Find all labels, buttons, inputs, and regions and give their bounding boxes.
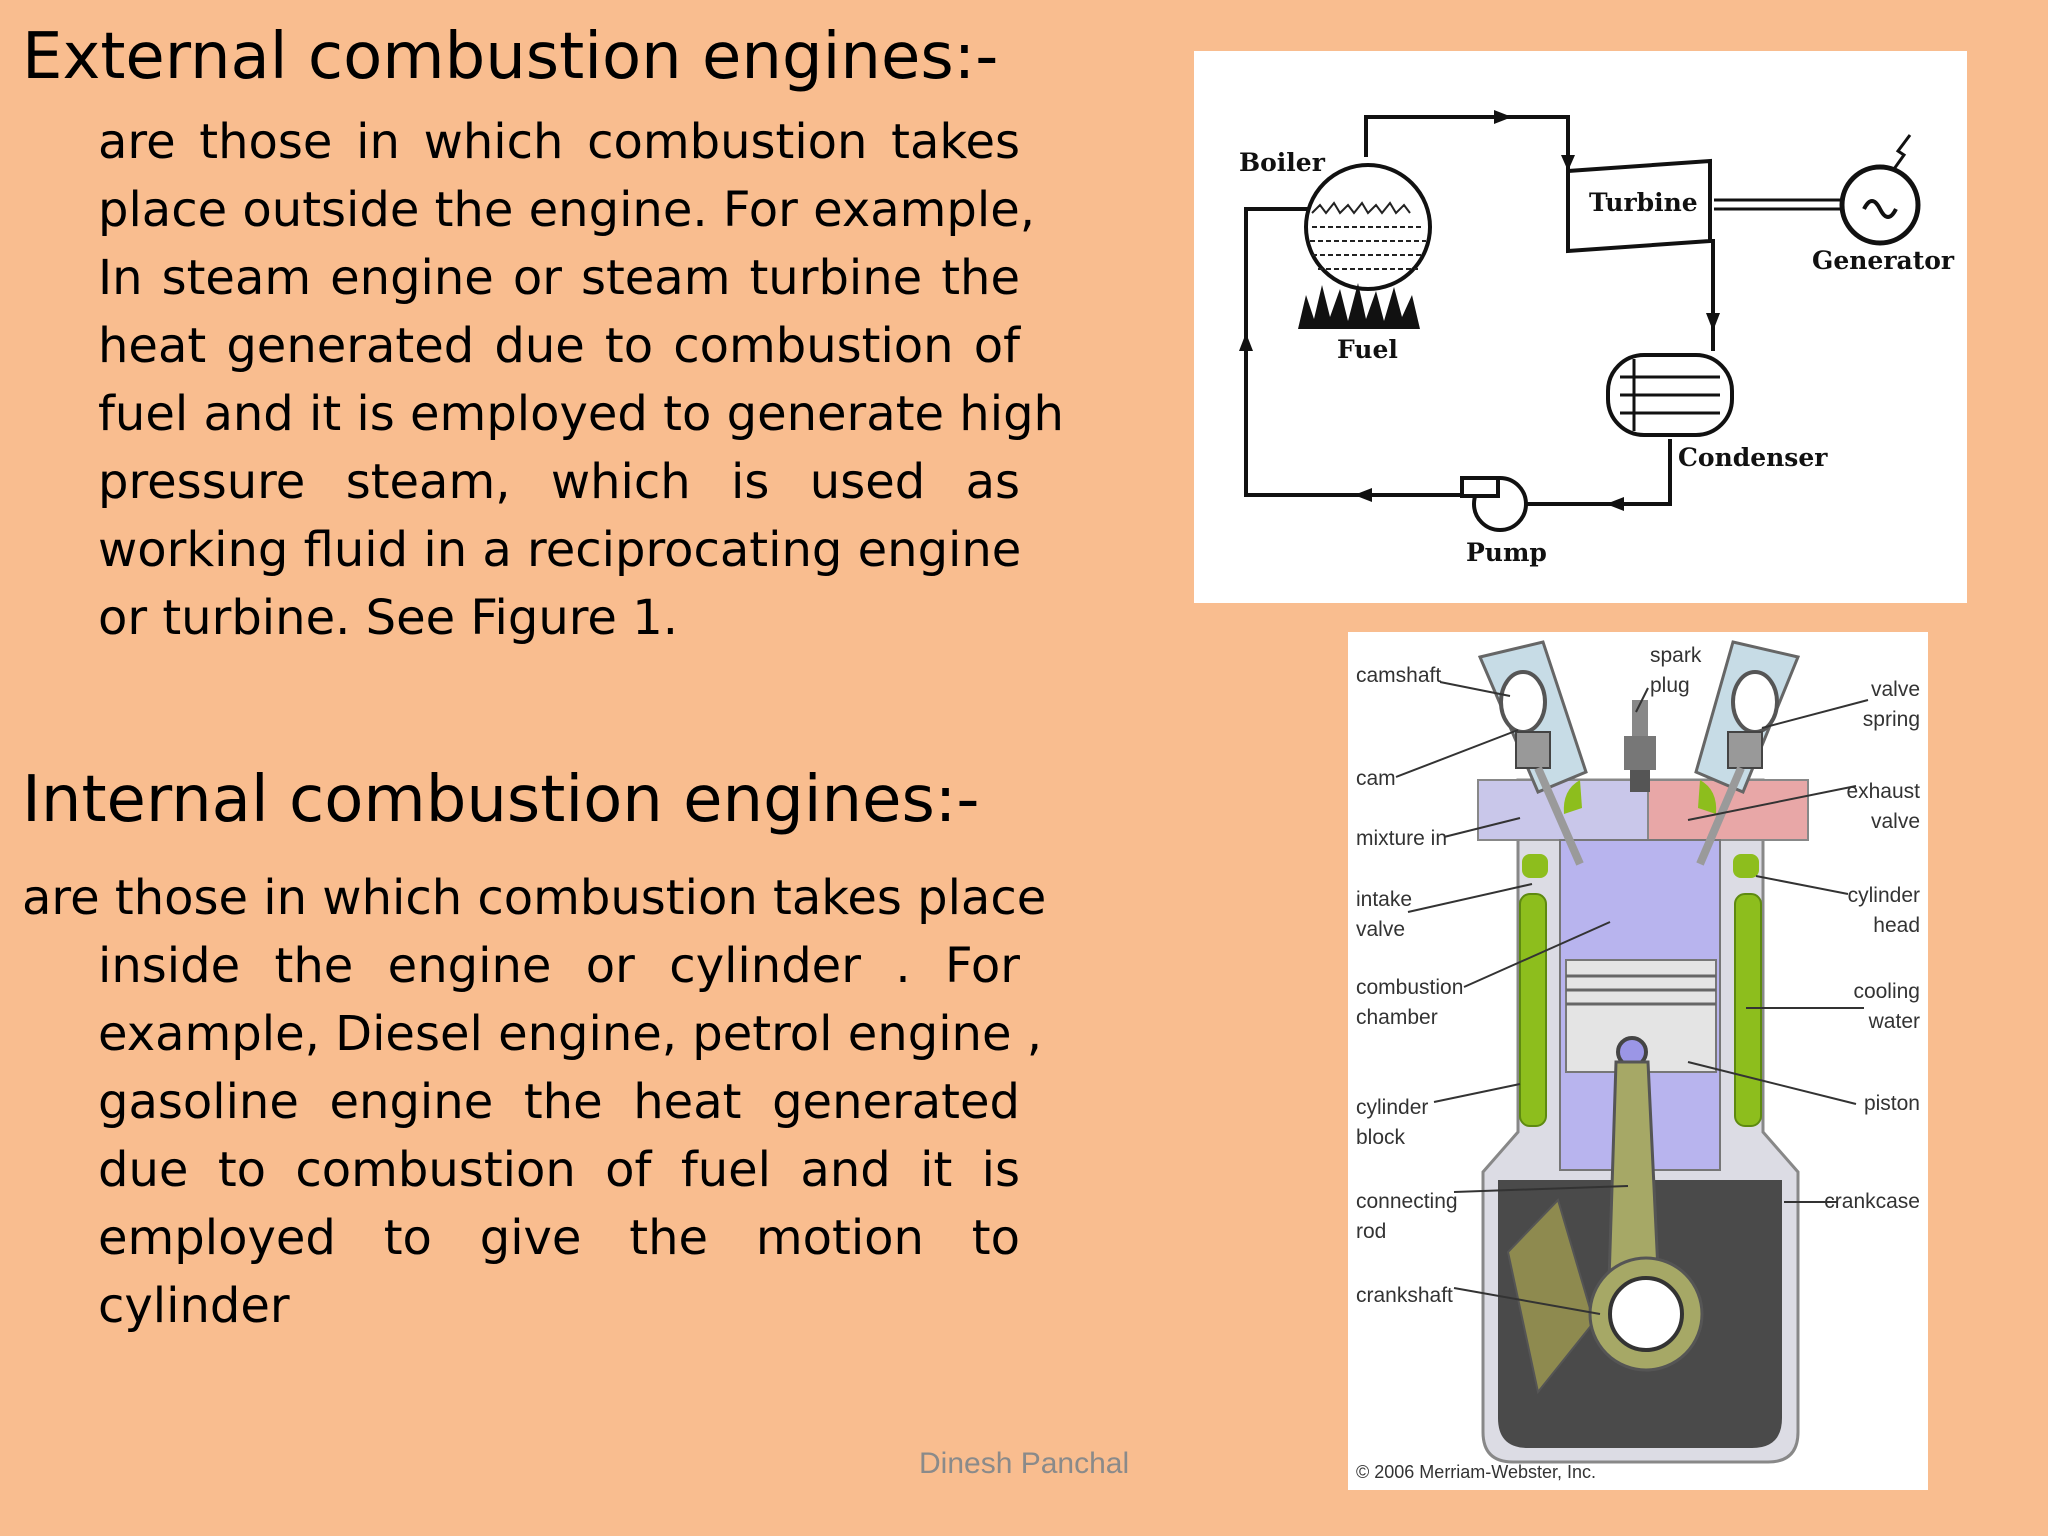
- condenser-icon: [1606, 353, 1734, 437]
- label-boiler: Boiler: [1239, 148, 1326, 177]
- label-cam: cam: [1356, 767, 1396, 790]
- boiler-icon: [1304, 163, 1432, 291]
- camshaft-right: [1694, 640, 1801, 794]
- label-exhaust-valve: exhaust: [1846, 780, 1920, 803]
- label-combustion-chamber: combustion: [1356, 976, 1463, 999]
- pump-icon: [1460, 476, 1528, 532]
- label-fuel: Fuel: [1337, 335, 1398, 364]
- pipe-condenser-pump: [1524, 439, 1672, 506]
- label-cooling-water: cooling: [1853, 980, 1920, 1003]
- pipe-boiler-turbine: [1364, 115, 1570, 171]
- external-line: fuel and it is employed to generate high: [98, 386, 1064, 442]
- external-line: In steam engine or steam turbine the: [98, 250, 1020, 306]
- internal-line: cylinder: [98, 1278, 290, 1334]
- cooling-channel-right: [1734, 893, 1762, 1127]
- label-connecting-rod: connecting: [1356, 1190, 1458, 1213]
- label-exhaust-valve: valve: [1871, 810, 1920, 833]
- label-combustion-chamber: chamber: [1356, 1006, 1438, 1029]
- camshaft-left: [1477, 640, 1588, 794]
- cooling-channel-left: [1519, 893, 1547, 1127]
- internal-line: due to combustion of fuel and it is: [98, 1142, 1020, 1198]
- piston-icon: [1565, 959, 1717, 1073]
- author-footer: Dinesh Panchal: [919, 1447, 1130, 1480]
- label-crankshaft: crankshaft: [1356, 1284, 1453, 1307]
- external-heading: External combustion engines:-: [22, 20, 999, 94]
- label-generator: Generator: [1812, 246, 1955, 275]
- label-valve-spring: spring: [1863, 708, 1920, 731]
- generator-icon: [1839, 134, 1921, 246]
- external-line: heat generated due to combustion of: [98, 318, 1020, 374]
- external-description: are those in which combustion takes plac…: [22, 108, 1064, 652]
- engine-svg: camshaft spark plug valve spring cam exh…: [1356, 640, 1920, 1482]
- label-mixture-in: mixture in: [1356, 827, 1447, 850]
- internal-line: example, Diesel engine, petrol engine ,: [98, 1006, 1042, 1062]
- label-cylinder-block: cylinder: [1356, 1096, 1428, 1119]
- external-line: working fluid in a reciprocating engine: [98, 522, 1022, 578]
- label-cylinder-head: head: [1873, 914, 1920, 937]
- internal-line: are those in which combustion takes plac…: [22, 870, 1047, 926]
- external-line: place outside the engine. For example,: [98, 182, 1035, 238]
- label-spark-plug: plug: [1650, 674, 1690, 697]
- label-piston: piston: [1864, 1092, 1920, 1115]
- turbine-icon: [1566, 158, 1712, 254]
- copyright-text: © 2006 Merriam-Webster, Inc.: [1356, 1462, 1596, 1482]
- engine-diagram: camshaft spark plug valve spring cam exh…: [1348, 632, 1928, 1490]
- internal-description: are those in which combustion takes plac…: [22, 864, 1047, 1340]
- crankshaft-icon: [1608, 1276, 1684, 1352]
- external-line: or turbine. See Figure 1.: [98, 590, 679, 646]
- steam-plant-svg: Boiler Turbine Generator Fuel Condenser …: [1239, 110, 1955, 567]
- label-cooling-water: water: [1868, 1010, 1920, 1033]
- external-line: are those in which combustion takes: [98, 114, 1020, 170]
- label-connecting-rod: rod: [1356, 1220, 1386, 1243]
- external-line: pressure steam, which is used as: [98, 454, 1020, 510]
- pipe-turbine-condenser: [1710, 239, 1715, 351]
- label-intake-valve: intake: [1356, 888, 1412, 911]
- label-valve-spring: valve: [1871, 678, 1920, 701]
- label-camshaft: camshaft: [1356, 664, 1441, 687]
- spark-plug-icon: [1624, 700, 1656, 792]
- steam-plant-diagram: Boiler Turbine Generator Fuel Condenser …: [1194, 51, 1967, 603]
- label-intake-valve: valve: [1356, 918, 1405, 941]
- label-turbine: Turbine: [1589, 188, 1698, 217]
- fire-icon: [1298, 283, 1420, 329]
- label-spark-plug: spark: [1650, 644, 1702, 667]
- label-cylinder-head: cylinder: [1848, 884, 1920, 907]
- internal-heading: Internal combustion engines:-: [22, 763, 980, 837]
- internal-line: gasoline engine the heat generated: [98, 1074, 1020, 1130]
- internal-line: employed to give the motion to: [98, 1210, 1020, 1266]
- label-crankcase: crankcase: [1824, 1190, 1920, 1213]
- internal-line: inside the engine or cylinder . For: [98, 938, 1020, 994]
- label-condenser: Condenser: [1678, 443, 1828, 472]
- label-pump: Pump: [1466, 538, 1547, 567]
- label-cylinder-block: block: [1356, 1126, 1406, 1149]
